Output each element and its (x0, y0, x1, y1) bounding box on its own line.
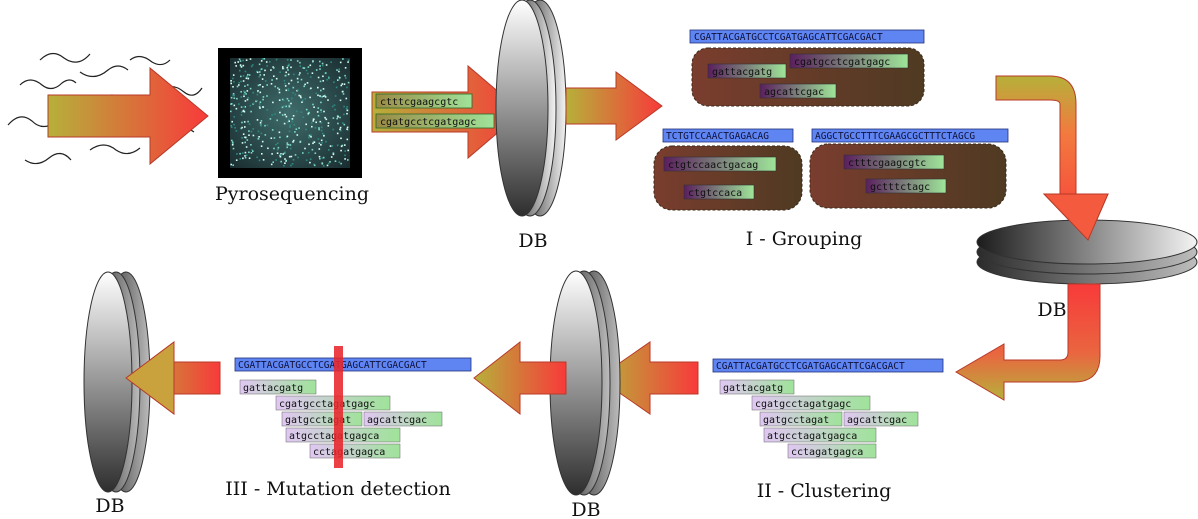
sparkle-field (230, 58, 350, 167)
arrow-db-to-clustering (955, 283, 1101, 401)
pyrosequencing-chip (218, 48, 362, 178)
group-top-read-3: agcattcgac (764, 87, 824, 98)
clustering-read-2: cgatgcctagatgagc (755, 399, 851, 410)
mutation-read-2: cgatgcctagatgagc (279, 399, 375, 410)
arrow-clustering-to-db (597, 341, 699, 415)
input-reads: ctttcgaagcgtc cgatgcctcgatgagc (375, 93, 495, 129)
arrow-db-to-grouping (565, 71, 663, 141)
arrow-reads-to-db (371, 64, 523, 160)
arrow-mutation-to-db-head (125, 341, 175, 415)
clustering-read-3: gatgcctagat (763, 415, 829, 426)
group-left-ref: TCTGTCCAACTGAGACAG (666, 131, 769, 142)
mutation-marker (334, 346, 343, 468)
input-read-2: cgatgcctcgatgagc (380, 117, 476, 128)
clustering-read-6: cctagatgagca (791, 447, 863, 458)
caption-db-1: DB (518, 230, 547, 252)
group-top: CGATTACGATGCCTCGATGAGCATTCGACGACT cgatgc… (689, 29, 925, 107)
clustering-read-5: atgcctagatgagca (767, 431, 857, 442)
group-top-read-1: cgatgcctcgatgagc (794, 57, 890, 68)
arrow-grouping-to-db-head (1042, 193, 1109, 241)
mutation-ref: CGATTACGATGCCTCGATGAGCATTCGACGACT (238, 360, 427, 371)
clustering-read-1: gattacgatg (723, 383, 783, 394)
group-top-read-2: gattacgatg (712, 67, 772, 78)
mutation-read-1: gattacgatg (243, 383, 303, 394)
group-right: AGGCTGCCTTTCGAAGCGCTTTCTAGCG ctttcgaagcg… (809, 128, 1009, 209)
group-right-read-2: gctttctagc (870, 182, 930, 193)
group-right-read-1: ctttcgaagcgtc (848, 158, 926, 169)
group-left-read-2: ctgtccaca (688, 188, 742, 199)
db-disk-1 (495, 0, 567, 217)
mutation-panel: CGATTACGATGCCTCGATGAGCATTCGACGACT gattac… (234, 346, 472, 468)
group-right-ref: AGGCTGCCTTTCGAAGCGCTTTCTAGCG (815, 131, 975, 142)
caption-clustering: II - Clustering (757, 480, 892, 502)
group-left-read-1: ctgtccaactgacag (668, 160, 758, 171)
db-disk-4 (83, 271, 151, 493)
caption-grouping: I - Grouping (746, 228, 863, 250)
arrow-input (47, 66, 209, 166)
mutation-read-4: agcattcgac (367, 415, 427, 426)
clustering-panel: CGATTACGATGCCTCGATGAGCATTCGACGACT gattac… (712, 358, 944, 459)
arrow-db-to-mutation (473, 340, 567, 416)
mutation-read-3: gatgcctagat (285, 415, 351, 426)
clustering-ref: CGATTACGATGCCTCGATGAGCATTCGACGACT (716, 361, 905, 372)
group-top-ref: CGATTACGATGCCTCGATGAGCATTCGACGACT (694, 32, 883, 43)
group-left: TCTGTCCAACTGAGACAG ctgtccaactgacag ctgtc… (653, 128, 803, 211)
input-read-1: ctttcgaagcgtc (380, 97, 458, 108)
mutation-read-6: cctagatgagca (313, 447, 385, 458)
clustering-read-4: agcattcgac (847, 415, 907, 426)
caption-db-2: DB (1037, 299, 1066, 321)
caption-db-3: DB (571, 499, 600, 519)
db-disk-3 (549, 270, 621, 496)
caption-mutation: III - Mutation detection (225, 478, 450, 500)
caption-pyrosequencing: Pyrosequencing (215, 183, 369, 205)
caption-db-4: DB (95, 495, 124, 517)
